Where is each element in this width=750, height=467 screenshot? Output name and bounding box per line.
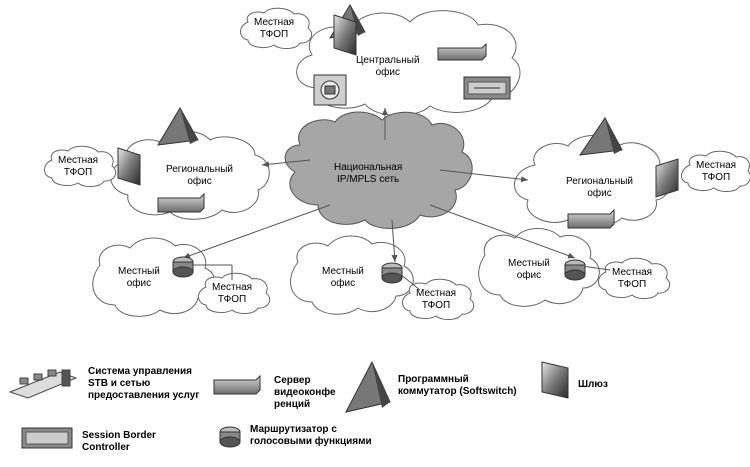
label-line: видеоконфе [274, 387, 336, 398]
label-line: Сервер [274, 375, 311, 386]
label-line: ТФОП [421, 300, 451, 311]
legend-softswitch-text: Программный коммутатор (Softswitch) [398, 374, 517, 398]
local-office-2-label: Местный офис [322, 266, 364, 290]
local-office-3-label: Местный офис [508, 258, 550, 282]
label-line: Национальная [334, 162, 403, 173]
label-line: Местная [212, 282, 253, 293]
label-line: голосовыми функциями [250, 436, 372, 447]
local-office-1-label: Местный офис [118, 266, 160, 290]
legend-softswitch-icon [345, 360, 391, 413]
label-line: IP/MPLS сеть [337, 174, 400, 185]
legend-stb-text: Система управления STB и сетью предостав… [88, 366, 199, 402]
label-line: офис [126, 278, 152, 289]
label-line: Система управления [88, 366, 192, 377]
legend-video-icon [213, 374, 261, 395]
label-line: Местная [612, 267, 653, 278]
label-line: Местная [254, 17, 295, 28]
gateway-icons [117, 14, 679, 198]
label-line: Местный [322, 266, 364, 277]
router-icons [172, 256, 586, 284]
label-line: Центральный [356, 55, 420, 66]
cloud-local-3 [478, 228, 600, 307]
regional-left-label: Региональный офис [166, 164, 233, 188]
legend-sbc-text: Session Border Controller [82, 430, 156, 454]
label-line: Местная [696, 160, 737, 171]
label-line: Шлюз [578, 379, 608, 390]
label-line: ренций [274, 399, 311, 410]
cloud-regional-right [513, 134, 672, 228]
label-line: Местный [508, 258, 550, 269]
cloud-core [284, 111, 473, 229]
regional-right-label: Региональный офис [566, 176, 633, 200]
label-line: офис [375, 67, 400, 78]
legend-sbc-icon [21, 427, 73, 449]
label-line: Session Border [82, 430, 156, 441]
legend-router-text: Маршрутизатор с голосовыми функциями [250, 424, 372, 448]
core-cloud-label: Национальная IP/MPLS сеть [334, 162, 402, 186]
legend-router-icon [219, 426, 241, 448]
pstn-clouds [44, 7, 750, 320]
legend-gateway-icon [541, 361, 569, 399]
video-servers [157, 42, 615, 229]
label-line: Программный [398, 374, 469, 385]
label-line: офис [187, 176, 212, 187]
label-line: Controller [82, 442, 130, 453]
legend-gateway-text: Шлюз [578, 379, 608, 391]
label-line: Региональный [566, 176, 634, 187]
label-line: коммутатор (Softswitch) [398, 386, 517, 397]
label-line: Региональный [166, 164, 234, 175]
label-line: ТФОП [63, 167, 93, 178]
label-line: офис [516, 270, 542, 281]
sbc-central [463, 76, 511, 100]
label-line: Маршрутизатор с [250, 424, 337, 435]
label-line: офис [330, 278, 356, 289]
label-line: ТФОП [617, 279, 647, 290]
central-office-label: Центральный офис [356, 55, 420, 79]
legend-stb-icon [8, 369, 78, 399]
label-line: STB и сетью [88, 378, 151, 389]
legend-video-text: Сервер видеоконфе ренций [274, 375, 336, 411]
label-line: ТФОП [259, 29, 289, 40]
phone-console-icon [313, 74, 347, 106]
label-line: ТФОП [217, 294, 247, 305]
label-line: предоставления услуг [88, 390, 200, 401]
label-line: Местная [58, 155, 99, 166]
label-line: Местная [416, 288, 457, 299]
label-line: Местный [118, 266, 160, 277]
label-line: офис [587, 188, 612, 199]
label-line: ТФОП [701, 172, 731, 183]
